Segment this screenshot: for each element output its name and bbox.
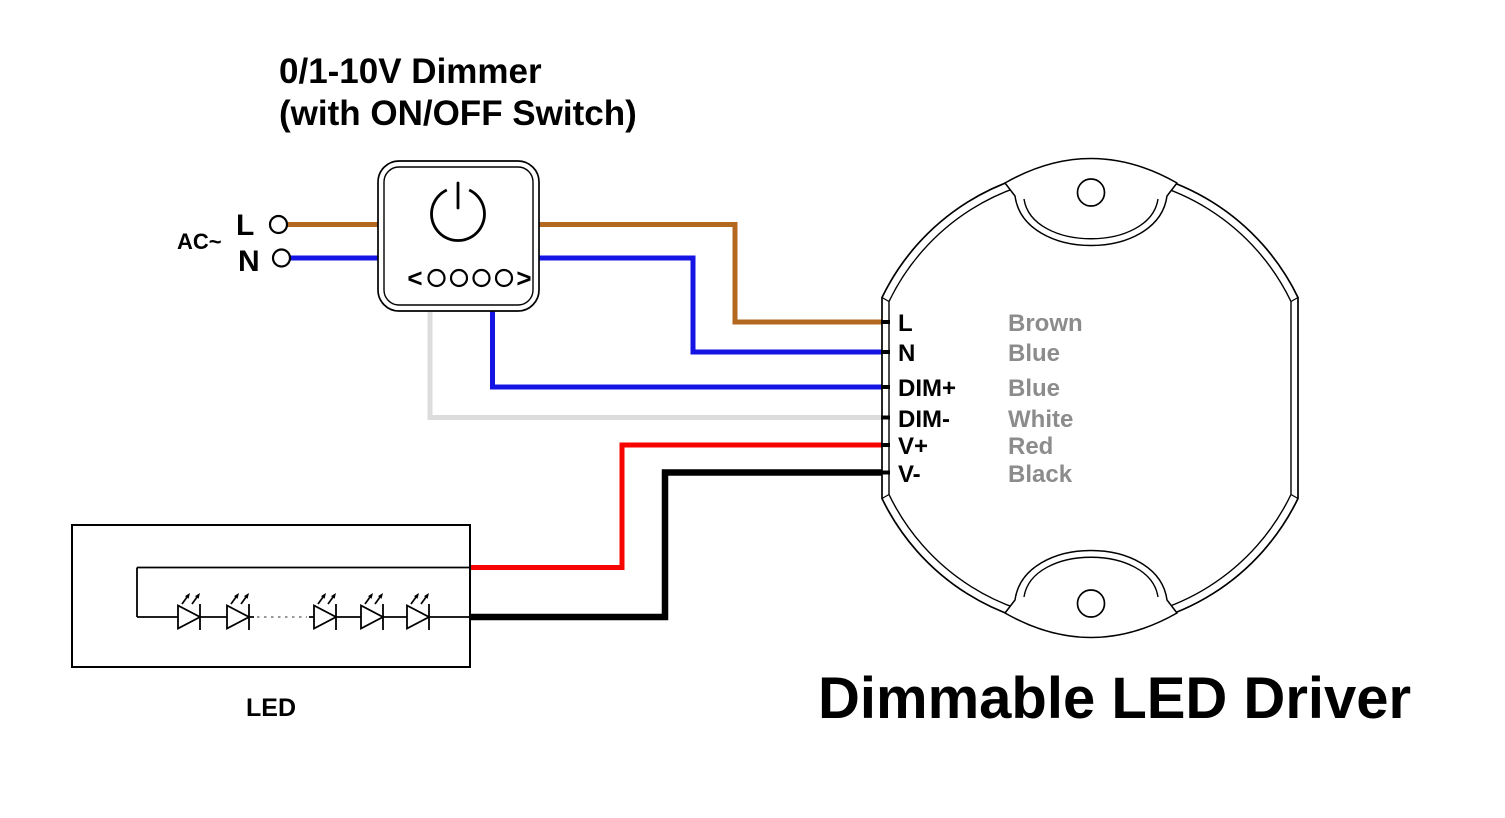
dimmer-nav-right-icon: > xyxy=(516,263,531,293)
ac-terminal-l-circle xyxy=(268,214,289,235)
driver-terminal-label-dimm: DIM- xyxy=(898,406,950,433)
wire-live-brown xyxy=(538,222,883,325)
mounting-hole-bottom xyxy=(1076,589,1106,618)
driver-edge-ticks xyxy=(881,296,1299,500)
wire-dim-minus-white xyxy=(427,303,883,420)
driver-color-label-brown: Brown xyxy=(1008,310,1083,337)
color-name: Blue xyxy=(1008,340,1060,367)
driver-terminal-label-l: L xyxy=(898,310,913,337)
driver-color-label-red: Red xyxy=(1008,433,1053,460)
color-name: Brown xyxy=(1008,310,1083,337)
driver-mount-tab-bottom xyxy=(1004,549,1178,639)
dimmer-nav-left-icon: < xyxy=(407,263,422,293)
led-label: LED xyxy=(246,694,296,722)
ac-label: AC~ xyxy=(177,229,222,254)
wire-vplus-red xyxy=(466,442,883,570)
color-name: White xyxy=(1008,406,1073,433)
color-name: Red xyxy=(1008,433,1053,460)
mounting-hole-top xyxy=(1076,178,1106,207)
dimmer-box-inner-border xyxy=(383,166,534,306)
ac-terminal-n-circle xyxy=(271,248,292,268)
driver-terminal-label-dimp: DIM+ xyxy=(898,375,956,402)
driver-terminal-label-vm: V- xyxy=(898,461,921,488)
dimmer-level-dots xyxy=(427,268,514,288)
wire-dim-plus-blue xyxy=(490,303,883,390)
driver-terminal-marks xyxy=(881,320,890,475)
dimmer-title-line1: 0/1-10V Dimmer xyxy=(279,52,542,91)
color-name: Blue xyxy=(1008,375,1060,402)
driver-color-label-blue2: Blue xyxy=(1008,375,1060,402)
driver-terminal-label-n: N xyxy=(898,340,915,367)
driver-color-label-white: White xyxy=(1008,406,1073,433)
driver-title: Dimmable LED Driver xyxy=(818,666,1411,731)
driver-color-label-black: Black xyxy=(1008,461,1073,488)
ac-terminal-l-label: L xyxy=(236,209,254,242)
dimmer-title-line2: (with ON/OFF Switch) xyxy=(279,94,637,133)
color-name: Black xyxy=(1008,461,1073,488)
wire-neutral-blue xyxy=(538,255,883,355)
power-icon xyxy=(430,181,486,242)
led-box xyxy=(71,524,471,668)
ac-terminal-n-label: N xyxy=(238,245,260,278)
driver-color-label-blue1: Blue xyxy=(1008,340,1060,367)
wire-vminus-black xyxy=(466,469,883,621)
driver-mount-tab-top xyxy=(1004,157,1178,247)
driver-terminal-label-vp: V+ xyxy=(898,433,928,460)
